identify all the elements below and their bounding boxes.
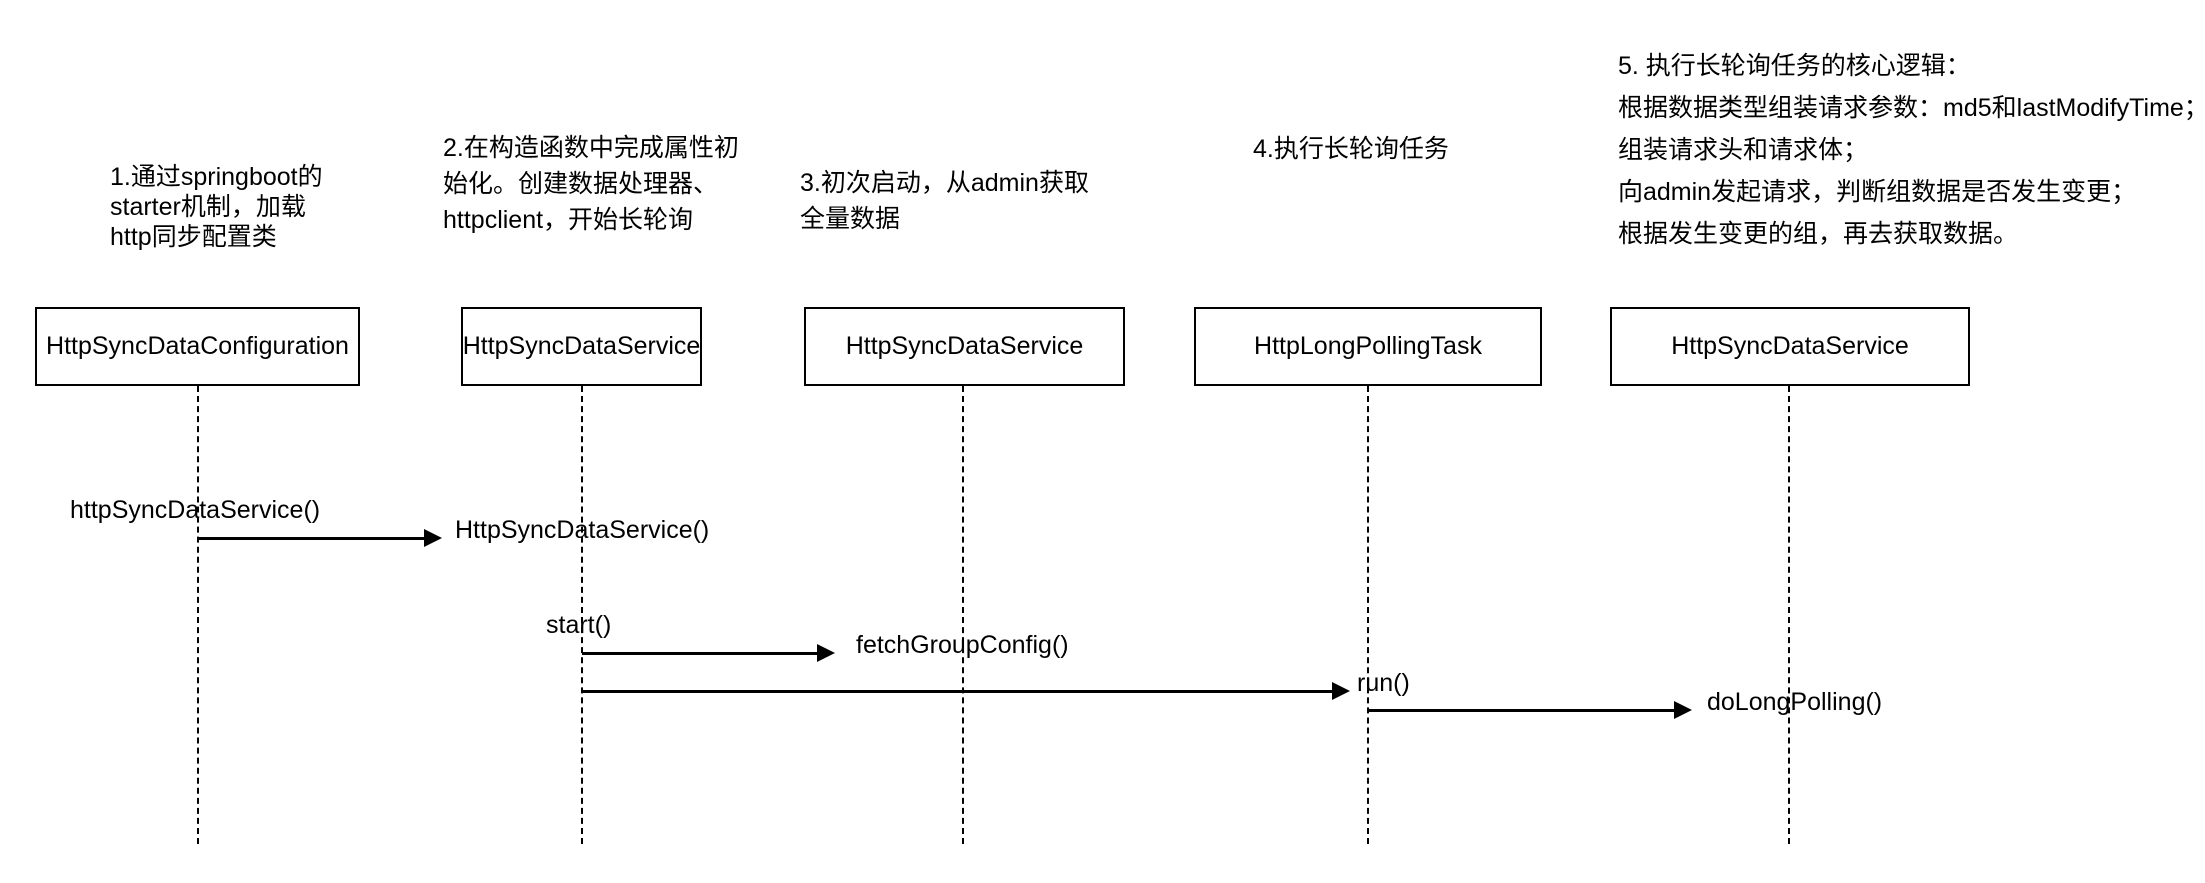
annotation-1: 1.通过springboot的 starter机制，加载 http同步配置类 [110,162,323,252]
annotation-5-line-5: 根据发生变更的组，再去获取数据。 [1618,220,2019,248]
lifeline-participant-2 [581,386,583,844]
message-3-arrowhead-icon [1332,682,1350,700]
message-2-arrowhead-icon [817,644,835,662]
annotation-5-line-4: 向admin发起请求，判断组数据是否发生变更； [1618,178,2137,206]
message-2-source-label: start() [546,611,612,639]
lifeline-participant-5 [1788,386,1790,844]
annotation-5-line-3: 组装请求头和请求体； [1618,136,1869,164]
message-1-line [198,537,424,540]
lifeline-participant-1 [197,386,199,844]
annotation-2-line-1: 2.在构造函数中完成属性初 [443,134,739,162]
message-1-arrowhead-icon [424,529,442,547]
participant-box-http-sync-data-configuration[interactable]: HttpSyncDataConfiguration [35,307,360,386]
participant-box-http-sync-data-service-2[interactable]: HttpSyncDataService [461,307,702,386]
annotation-5-line-1: 5. 执行长轮询任务的核心逻辑： [1618,52,1971,80]
annotation-3-line-1: 3.初次启动，从admin获取 [800,169,1089,197]
lifeline-participant-3 [962,386,964,844]
participant-label-4: HttpLongPollingTask [1254,332,1482,360]
message-1-target-label: HttpSyncDataService() [455,516,710,544]
annotation-5-line-2: 根据数据类型组装请求参数：md5和lastModifyTime； [1618,94,2205,122]
message-1-source-label: httpSyncDataService() [70,496,321,524]
participant-box-http-long-polling-task[interactable]: HttpLongPollingTask [1194,307,1542,386]
annotation-5: 5. 执行长轮询任务的核心逻辑： 根据数据类型组装请求参数：md5和lastMo… [1618,45,2205,255]
annotation-1-line-2: starter机制，加载 [110,193,306,221]
participant-label-2: HttpSyncDataService [462,332,701,360]
annotation-2-line-2: 始化。创建数据处理器、 [443,170,719,198]
annotation-4: 4.执行长轮询任务 [1253,131,1449,167]
lifeline-participant-4 [1367,386,1369,844]
message-3-line [582,690,1332,693]
annotation-1-line-1: 1.通过springboot的 [110,163,323,191]
annotation-4-line-1: 4.执行长轮询任务 [1253,135,1449,163]
annotation-3: 3.初次启动，从admin获取 全量数据 [800,165,1089,237]
message-4-line [1368,709,1674,712]
annotation-1-line-3: http同步配置类 [110,223,277,251]
message-4-arrowhead-icon [1674,701,1692,719]
message-2-target-label: fetchGroupConfig() [856,631,1069,659]
annotation-2-line-3: httpclient，开始长轮询 [443,206,694,234]
message-4-target-label: doLongPolling() [1707,688,1883,716]
participant-label-3: HttpSyncDataService [845,332,1084,360]
message-2-line [582,652,817,655]
message-3-target-label: run() [1357,669,1410,697]
participant-label-1: HttpSyncDataConfiguration [46,332,349,360]
participant-box-http-sync-data-service-3[interactable]: HttpSyncDataService [804,307,1125,386]
annotation-3-line-2: 全量数据 [800,205,901,233]
participant-box-http-sync-data-service-5[interactable]: HttpSyncDataService [1610,307,1970,386]
annotation-2: 2.在构造函数中完成属性初 始化。创建数据处理器、 httpclient，开始长… [443,130,739,238]
participant-label-5: HttpSyncDataService [1671,332,1909,360]
